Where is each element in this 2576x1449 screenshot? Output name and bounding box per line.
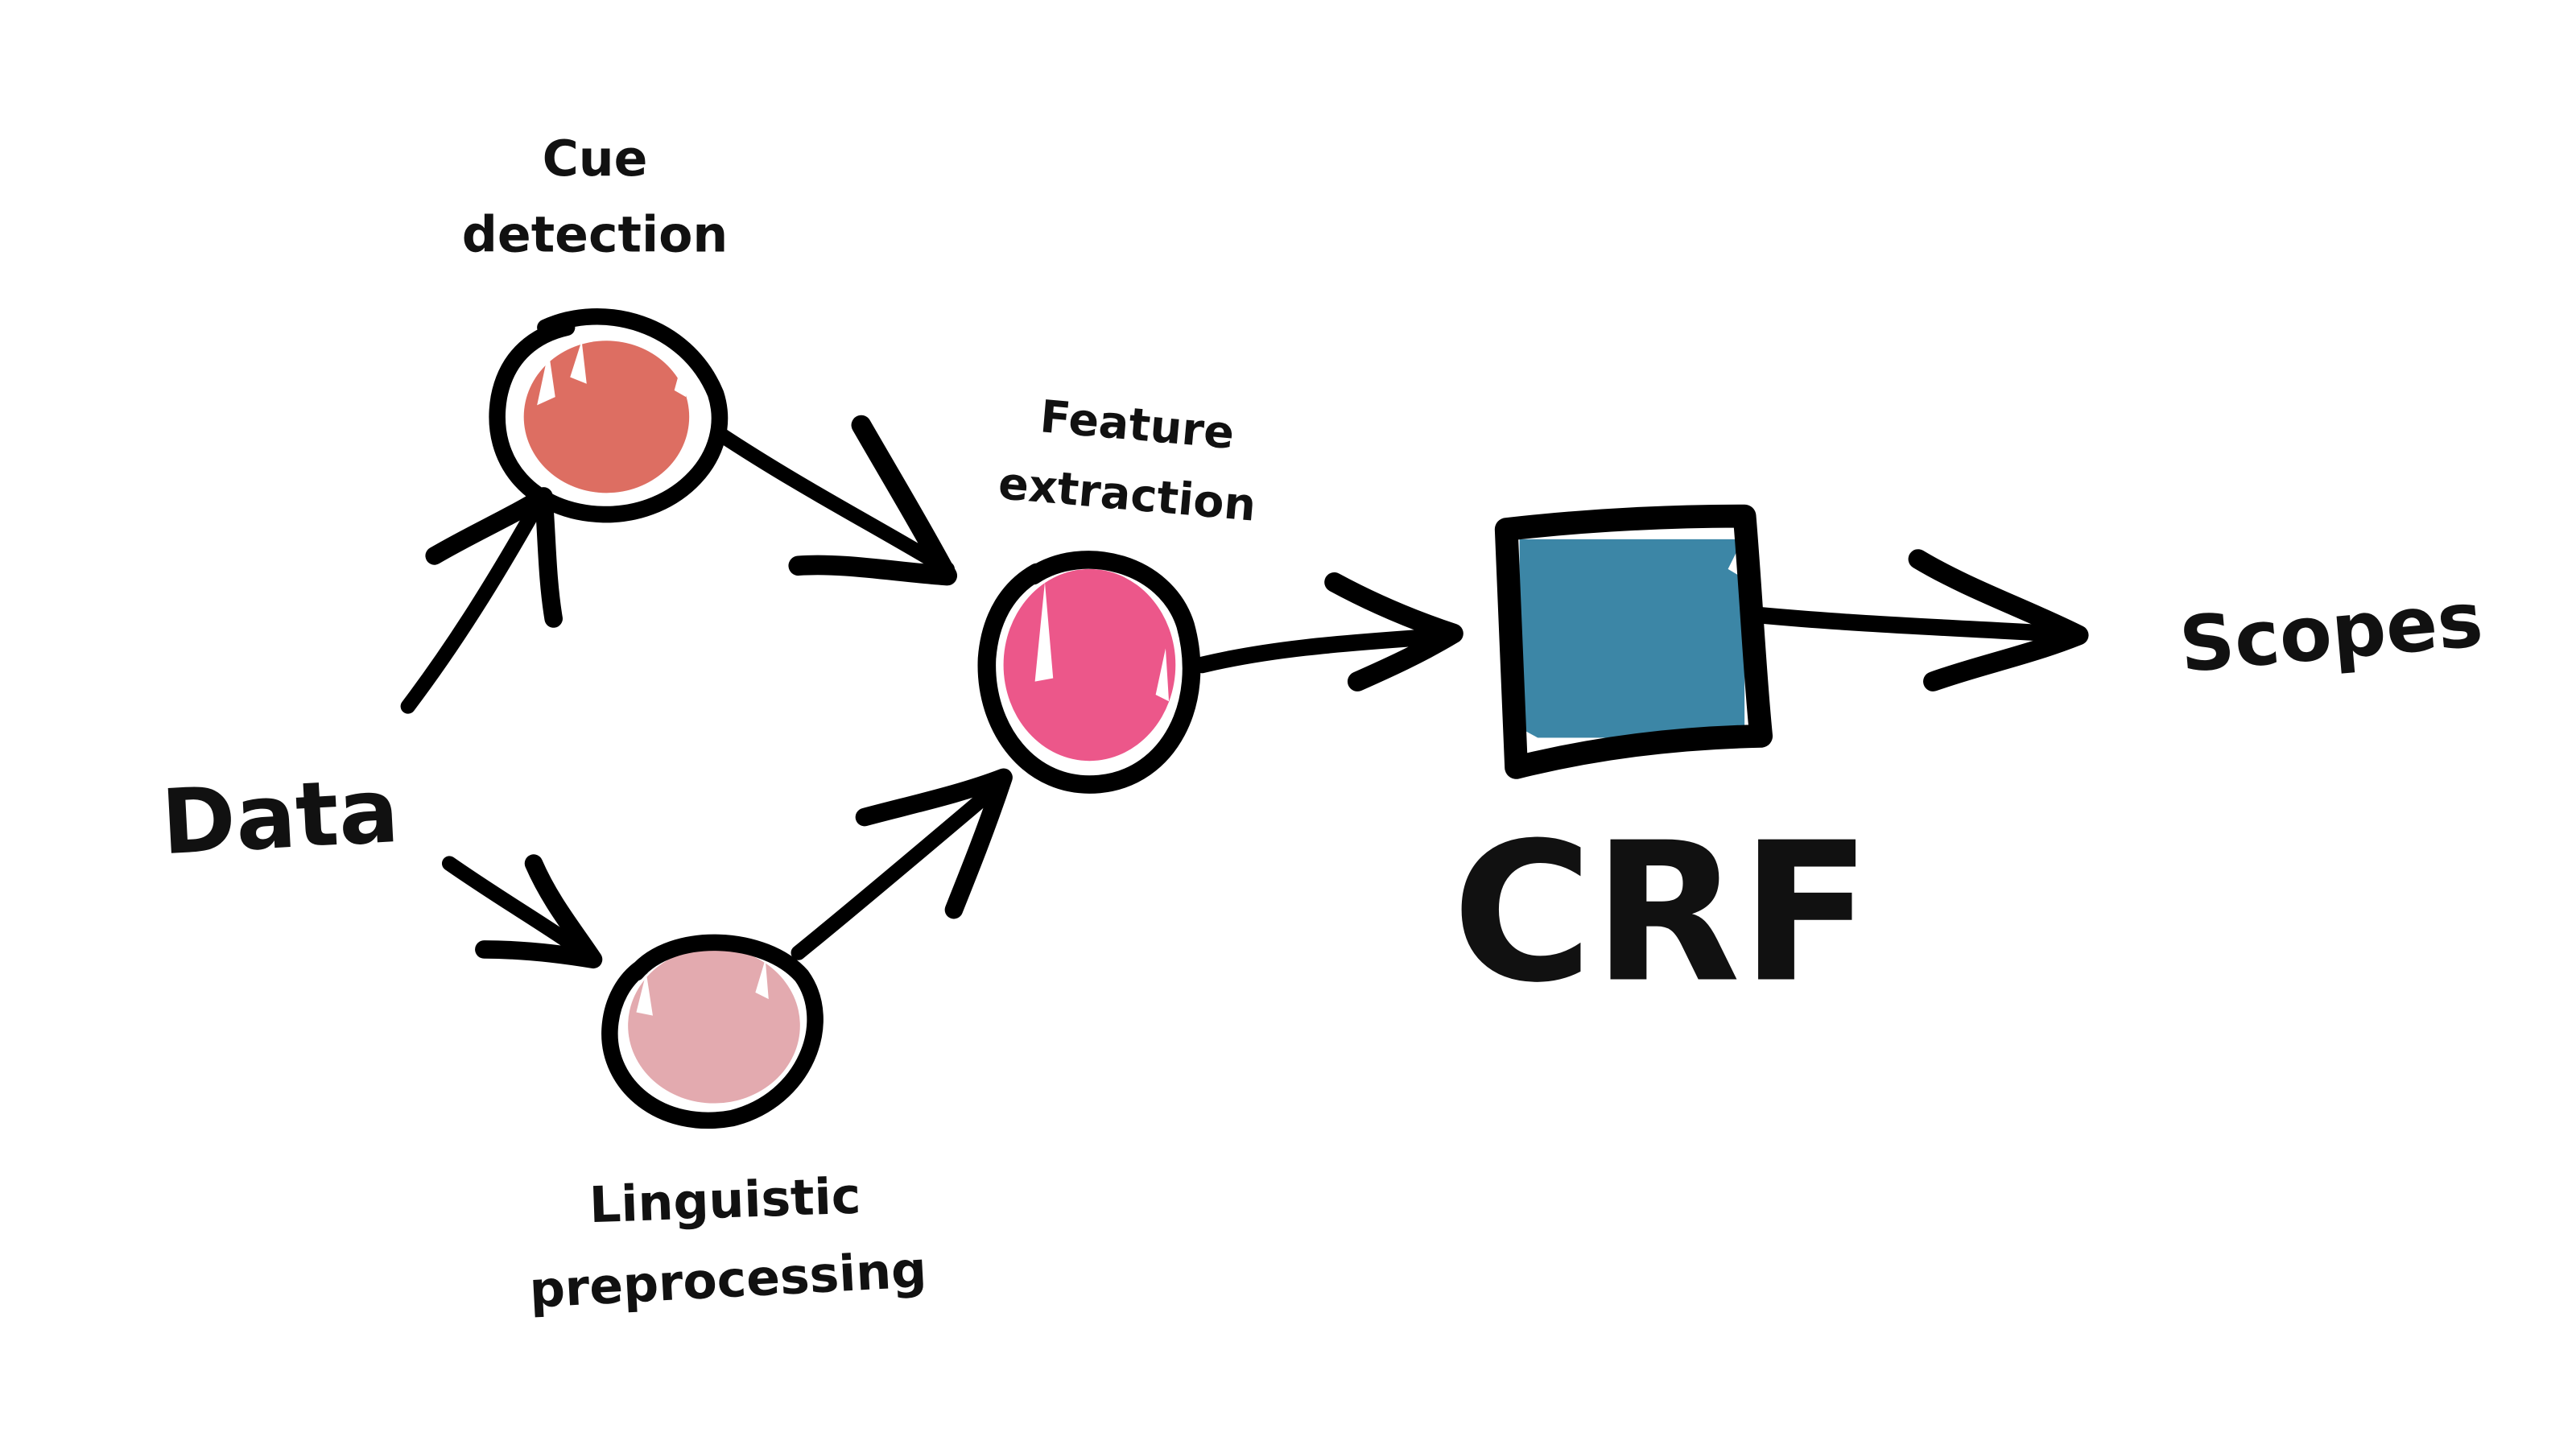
- linguistic-fill: [628, 947, 800, 1104]
- node-cue-detection: [489, 308, 729, 523]
- feature-extraction-fill: [1003, 568, 1176, 762]
- node-feature-extraction: [977, 551, 1201, 794]
- data-label: Data: [159, 759, 401, 875]
- edge-crf-to-scopes: [1752, 549, 2089, 691]
- cue-detection-fill: [523, 341, 690, 493]
- edge-cue-to-feature: [711, 415, 958, 586]
- edge-feature-to-crf: [1193, 572, 1463, 691]
- scopes-label: Scopes: [2176, 576, 2486, 690]
- node-crf: [1494, 504, 1773, 779]
- edge-data-to-cue-detection: [400, 487, 563, 714]
- crf-fill: [1519, 539, 1745, 738]
- feature-extraction-label-line2: extraction: [997, 458, 1258, 532]
- feature-extraction-label-line1: Feature: [1038, 391, 1236, 460]
- cue-detection-label-line1: Cue: [543, 130, 648, 188]
- node-linguistic-preprocessing: [601, 934, 824, 1129]
- edge-data-to-linguistic: [441, 854, 603, 969]
- linguistic-label-line1: Linguistic: [588, 1166, 861, 1234]
- edge-linguistic-to-feature: [791, 768, 1013, 960]
- crf-label: CRF: [1452, 802, 1872, 1025]
- cue-detection-label-line2: detection: [462, 205, 728, 263]
- linguistic-label-line2: preprocessing: [528, 1241, 928, 1319]
